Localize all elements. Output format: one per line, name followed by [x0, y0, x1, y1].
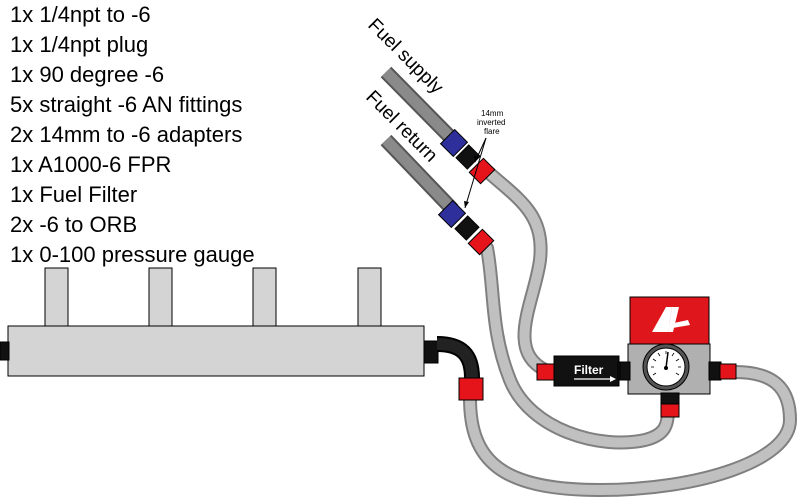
- rail-outlet-fitting: [423, 340, 439, 364]
- callout-text-line2: inverted: [477, 118, 505, 127]
- regulator-port-right: [708, 361, 722, 381]
- supply-fitting: [439, 128, 496, 185]
- parts-list: 1x 1/4npt to -6 1x 1/4npt plug 1x 90 deg…: [10, 0, 255, 270]
- return-fitting: [437, 199, 495, 256]
- parts-list-item: 1x 1/4npt plug: [10, 32, 149, 57]
- parts-list-item: 2x -6 to ORB: [10, 212, 138, 237]
- parts-list-item: 1x 1/4npt to -6: [10, 2, 151, 27]
- callout-text-line3: flare: [484, 127, 500, 136]
- aeromotive-logo: [652, 307, 690, 332]
- rail-body: [7, 325, 425, 377]
- fuel-pressure-regulator: [619, 296, 737, 418]
- rail-plug: [0, 341, 10, 361]
- injector-boss: [252, 267, 277, 329]
- gauge-ticks: [651, 351, 681, 376]
- parts-list-item: 1x 0-100 pressure gauge: [10, 242, 255, 267]
- fuel-lines: [380, 66, 461, 216]
- pressure-gauge: [642, 343, 690, 391]
- regulator-bottom-port: [660, 392, 680, 406]
- filter-inlet-fitting: [536, 363, 556, 381]
- filter-body: [553, 355, 620, 387]
- red-fitting: [458, 377, 484, 401]
- gauge-needle: [665, 351, 669, 369]
- parts-list-item: 1x 90 degree -6: [10, 62, 165, 87]
- regulator-outlet-fitting: [719, 363, 737, 380]
- flare-callout: 14mm inverted flare: [464, 109, 505, 209]
- parts-list-item: 1x Fuel Filter: [10, 182, 138, 207]
- fuel-filter: Filter: [536, 355, 631, 387]
- callout-text-line1: 14mm: [481, 109, 504, 118]
- fuel-rail: [0, 267, 484, 401]
- regulator-port-left: [619, 361, 631, 381]
- injector-boss: [44, 267, 69, 329]
- filter-label: Filter: [574, 363, 604, 377]
- regulator-bottom-fitting: [660, 403, 680, 418]
- parts-list-item: 1x A1000-6 FPR: [10, 152, 172, 177]
- injector-boss: [148, 267, 173, 329]
- hoses: [463, 165, 797, 497]
- callout-arrow-lower: [464, 137, 487, 209]
- parts-list-item: 2x 14mm to -6 adapters: [10, 122, 243, 147]
- injector-boss: [357, 267, 382, 329]
- parts-list-item: 5x straight -6 AN fittings: [10, 92, 243, 117]
